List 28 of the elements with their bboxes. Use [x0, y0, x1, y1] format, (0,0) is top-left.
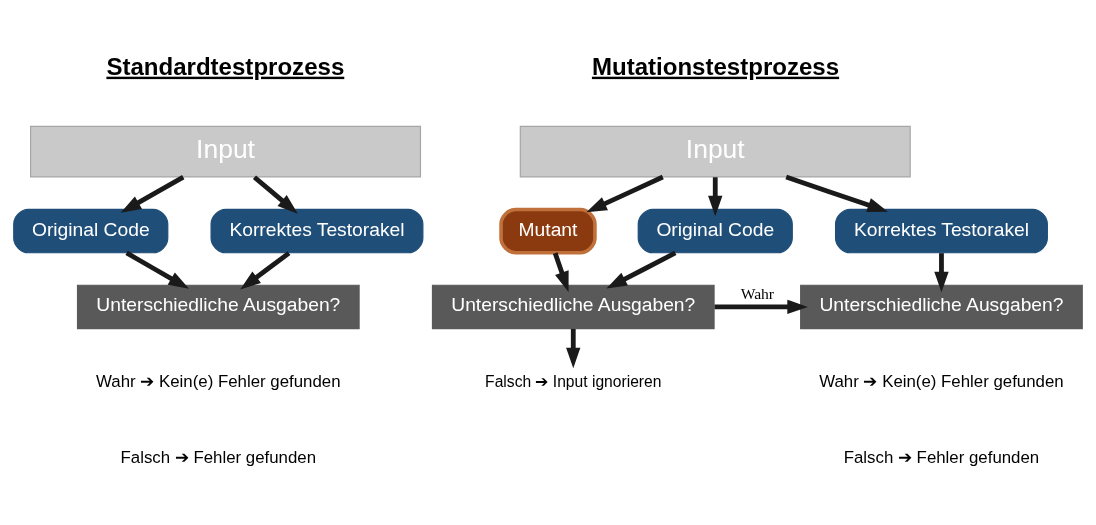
arrow — [586, 174, 664, 212]
node-box: Original Code — [13, 208, 169, 253]
node-box: Original Code — [637, 208, 793, 253]
arrow — [934, 252, 949, 292]
arrow — [708, 176, 723, 216]
arrow — [120, 174, 185, 213]
arrow — [552, 251, 569, 292]
arrow — [566, 328, 581, 368]
node-box: Korrektes Testorakel — [210, 208, 424, 253]
node-box: Korrektes Testorakel — [835, 208, 1048, 253]
node-box: Unterschiedliche Ausgaben? — [76, 284, 360, 329]
arrow — [240, 250, 291, 289]
arrow — [714, 299, 808, 314]
node-box: Unterschiedliche Ausgaben? — [431, 284, 715, 329]
arrow — [252, 174, 298, 214]
edge-label: Wahr — [740, 284, 775, 302]
node-box: Mutant — [499, 207, 597, 255]
label: Mutationstestprozess — [591, 52, 840, 80]
label: Wahr ➔ Kein(e) Fehler gefunden — [96, 371, 341, 391]
label: Falsch ➔ Fehler gefunden — [843, 447, 1040, 467]
arrow — [785, 174, 888, 212]
node-box: Unterschiedliche Ausgaben? — [800, 284, 1083, 329]
arrow — [606, 250, 677, 289]
label: Wahr ➔ Kein(e) Fehler gefunden — [819, 371, 1064, 391]
label: Falsch ➔ Fehler gefunden — [120, 447, 317, 467]
node-text: Falsch ➔ Input ignorieren — [485, 372, 662, 390]
arrow — [125, 250, 189, 289]
label: Standardtestprozess — [106, 52, 345, 80]
